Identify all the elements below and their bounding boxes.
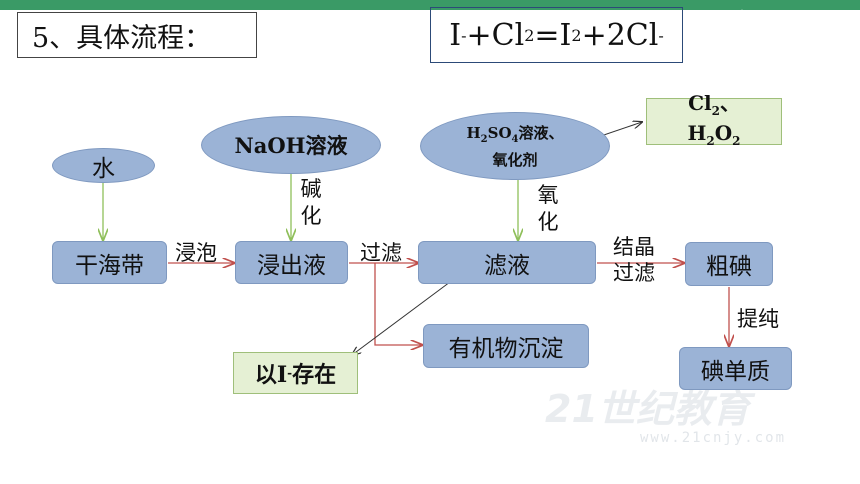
label-soak: 浸泡 <box>175 241 217 265</box>
node-organic-precipitate: 有机物沉淀 <box>423 324 589 368</box>
node-filtrate: 滤液 <box>418 241 596 284</box>
watermark-logo: 21世纪教育 <box>545 387 750 431</box>
label-oxidize: 氧化 <box>537 183 559 234</box>
label-alkalize: 碱化 <box>300 177 322 228</box>
node-water: 水 <box>52 148 155 183</box>
brand-logo: 21世纪教育 <box>727 6 837 26</box>
arrow-filter-precipitate <box>374 263 422 345</box>
node-iodine-element: 碘单质 <box>679 347 792 390</box>
label-purify: 提纯 <box>737 307 779 331</box>
top-bar <box>0 0 860 10</box>
brand-name: 21世纪教育 <box>753 9 818 24</box>
node-acid-oxidant: H2SO4溶液、 氧化剂 <box>420 112 610 180</box>
watermark-url: www.21cnjy.com <box>640 430 787 446</box>
label-filter: 过滤 <box>360 241 402 265</box>
page-title: 5、具体流程： <box>17 12 257 58</box>
node-dry-kelp: 干海带 <box>52 241 167 284</box>
node-iodide-form: 以I-存在 <box>233 352 358 394</box>
node-naoh-solution: NaOH溶液 <box>201 116 381 174</box>
node-leachate: 浸出液 <box>235 241 348 284</box>
label-crystallize: 结晶过滤 <box>613 235 655 285</box>
arrow-filtrate-iodide <box>352 281 451 355</box>
node-crude-iodine: 粗碘 <box>685 242 773 286</box>
node-oxidant-examples: Cl2、 H2O2 <box>646 92 782 148</box>
runner-icon <box>729 9 745 22</box>
